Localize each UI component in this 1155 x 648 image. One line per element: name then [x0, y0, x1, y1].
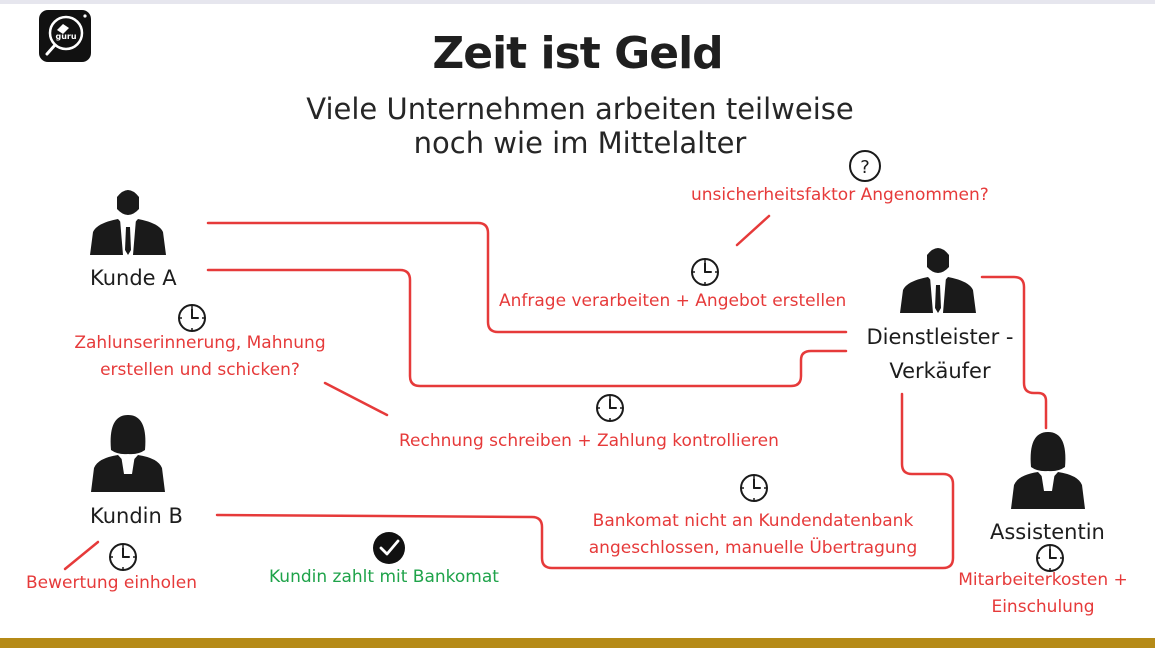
pointer-bewertung [63, 540, 100, 571]
guru-logo: guru [39, 10, 91, 62]
top-border [0, 0, 1155, 4]
clock-icon-zahlung [178, 304, 206, 332]
note-bewertung: Bewertung einholen [26, 573, 197, 593]
note-zahlung: Zahlunserinnerung, Mahnung erstellen und… [40, 330, 360, 384]
note-bankomat-line-2: angeschlossen, manuelle Übertragung [588, 538, 918, 558]
dienstleister-label-line-2: Verkäufer [889, 359, 991, 383]
connector-dienstleister-assistentin [980, 275, 1048, 430]
question-icon: ? [849, 150, 881, 182]
pointer-unsicherheit [735, 214, 771, 247]
kunde-a-label: Kunde A [90, 266, 177, 290]
note-mitarbeiter-line-1: Mitarbeiterkosten + [958, 570, 1128, 590]
assistentin-label: Assistentin [990, 520, 1105, 544]
magnifier-logo-icon: guru [45, 14, 87, 56]
note-bankomat: Bankomat nicht an Kundendatenbank angesc… [548, 508, 958, 562]
subtitle-line-1: Viele Unternehmen arbeiten teilweise [306, 92, 854, 126]
page-title: Zeit ist Geld [432, 28, 723, 79]
note-zahlung-line-1: Zahlunserinnerung, Mahnung [74, 333, 326, 353]
subtitle-line-2: noch wie im Mittelalter [413, 126, 747, 160]
note-anfrage: Anfrage verarbeiten + Angebot erstellen [499, 291, 847, 311]
check-icon [373, 532, 405, 564]
note-zahlung-line-2: erstellen und schicken? [100, 360, 300, 380]
clock-icon-rechnung [596, 394, 624, 422]
kundin-b-avatar [91, 415, 165, 492]
connector-kundin-b-bankomat [215, 392, 955, 570]
note-rechnung: Rechnung schreiben + Zahlung kontrollier… [399, 431, 779, 451]
connector-kunde-a-rechnung [206, 268, 848, 388]
logo-text: guru [55, 32, 76, 41]
dienstleister-label-line-1: Dienstleister - [866, 325, 1014, 349]
note-bankomat-line-1: Bankomat nicht an Kundendatenbank [592, 511, 914, 531]
assistentin-avatar [1011, 432, 1085, 509]
note-kundin-zahlt: Kundin zahlt mit Bankomat [269, 567, 499, 587]
dienstleister-label: Dienstleister - Verkäufer [850, 320, 1030, 388]
bottom-bar [0, 638, 1155, 648]
note-unsicherheit: unsicherheitsfaktor Angenommen? [691, 185, 989, 205]
kunde-a-avatar [90, 190, 166, 255]
page-subtitle: Viele Unternehmen arbeiten teilweise noc… [230, 92, 930, 160]
note-mitarbeiter-line-2: Einschulung [991, 597, 1095, 617]
pointer-zahlung [323, 381, 389, 417]
kundin-b-label: Kundin B [90, 504, 183, 528]
clock-icon-bankomat [740, 474, 768, 502]
svg-text:?: ? [860, 157, 870, 178]
dienstleister-avatar [900, 248, 976, 313]
clock-icon-bewertung [109, 543, 137, 571]
note-mitarbeiter: Mitarbeiterkosten + Einschulung [942, 567, 1144, 621]
connector-kunde-a-anfrage [206, 221, 848, 334]
clock-icon-anfrage [691, 258, 719, 286]
